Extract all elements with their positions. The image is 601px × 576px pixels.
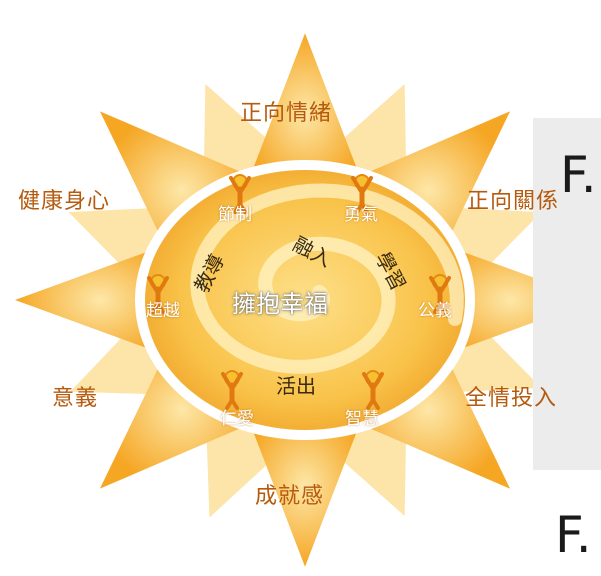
sun-ray (99, 330, 264, 489)
pillar-accomplishment: 成就感 (255, 484, 325, 509)
pillar-health: 健康身心 (18, 189, 111, 214)
person-figure-icon (229, 174, 251, 214)
figures-group (147, 174, 451, 410)
center-title: 擁抱幸福 (232, 284, 328, 319)
strength-transcendence: 超越 (146, 301, 180, 321)
sun-disc (145, 170, 465, 430)
strength-courage: 勇氣 (344, 205, 378, 225)
person-figure-icon (351, 174, 373, 214)
pillar-engagement: 全情投入 (465, 386, 558, 411)
panel-letter-bottom: F. (555, 506, 592, 564)
sun-ray (243, 405, 367, 567)
center-title-text: 擁抱幸福 (232, 290, 328, 318)
strength-temperance: 節制 (218, 205, 252, 225)
panel-letter-top: F. (560, 146, 597, 204)
word-live-out: 活出 (276, 374, 316, 398)
person-figure-icon (429, 274, 451, 314)
pillar-meaning: 意義 (52, 386, 99, 411)
sun-ray (99, 111, 264, 270)
sun-ray (346, 330, 511, 489)
person-figure-icon (147, 274, 169, 314)
person-figure-icon (221, 370, 243, 410)
sun-ray (346, 111, 511, 270)
side-panel (533, 118, 601, 470)
strength-justice: 公義 (418, 301, 452, 321)
person-figure-icon (362, 370, 384, 410)
strength-wisdom: 智慧 (345, 409, 379, 429)
pillar-positive-relationships: 正向關係 (467, 189, 560, 214)
strength-humanity: 仁愛 (220, 409, 254, 429)
pillar-positive-emotion: 正向情緒 (240, 101, 333, 126)
sun-ray (243, 33, 367, 196)
spiral-path (190, 183, 464, 374)
